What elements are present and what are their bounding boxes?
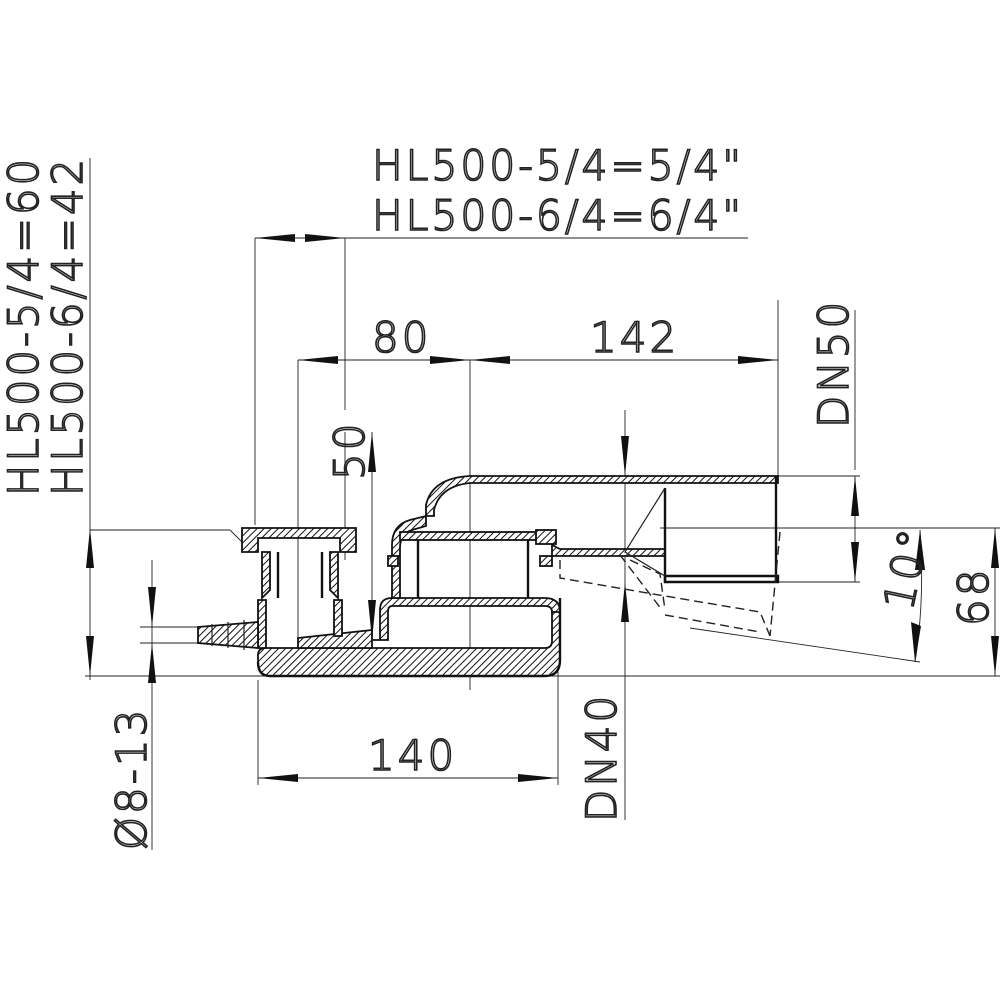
drain-body [197, 475, 781, 678]
label-dim-d8-13: Ø8-13 [107, 707, 156, 850]
label-left-line-2: HL500-6/4=42 [43, 156, 92, 496]
label-dim-140: 140 [368, 731, 457, 780]
label-dim-10deg: 10° [874, 522, 939, 614]
dimension-lines [85, 158, 1000, 850]
arrowheads [86, 234, 999, 782]
labels: HL500-5/4=5/4" HL500-6/4=6/4" HL500-5/4=… [0, 140, 999, 851]
label-top-line-1: HL500-5/4=5/4" [372, 141, 744, 190]
label-dim-68: 68 [949, 567, 998, 626]
label-left-line-1: HL500-5/4=60 [0, 156, 48, 496]
label-dim-142: 142 [590, 313, 679, 362]
label-dim-80: 80 [372, 313, 431, 362]
label-dim-dn40: DN40 [577, 693, 626, 822]
label-top-line-2: HL500-6/4=6/4" [372, 191, 744, 240]
label-dim-50: 50 [325, 421, 374, 480]
label-dim-dn50: DN50 [809, 299, 858, 428]
